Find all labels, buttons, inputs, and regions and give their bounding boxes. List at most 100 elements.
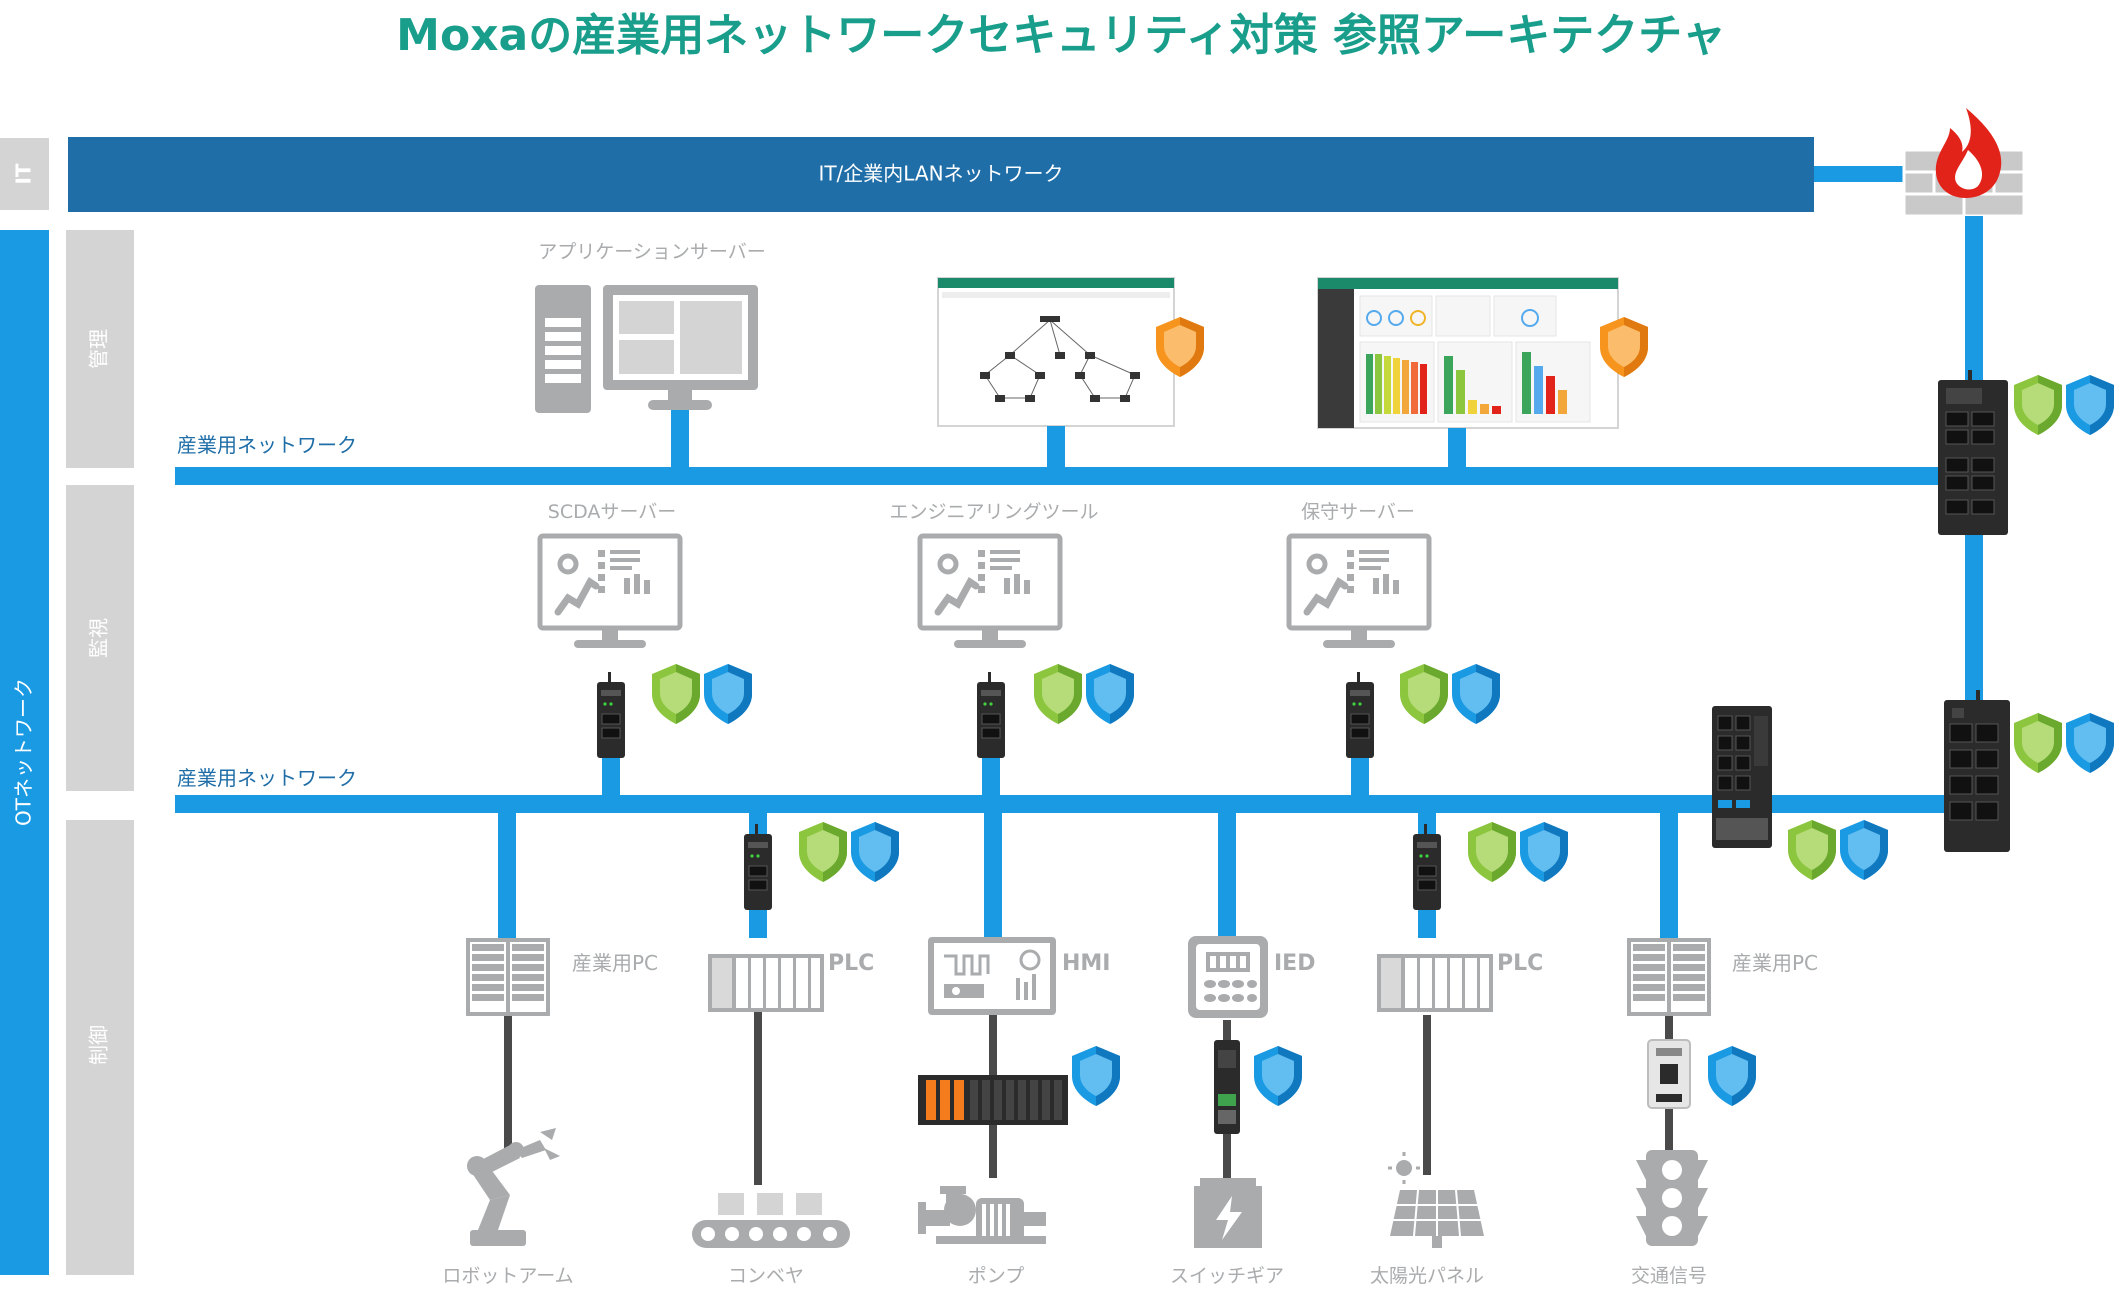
plc-2-icon: [1377, 954, 1493, 1012]
solar-panel-icon: [1388, 1152, 1484, 1248]
io-module-device: [918, 1075, 1068, 1125]
solar-panel-label: 太陽光パネル: [1370, 1265, 1484, 1287]
management-layer-label: 管理: [87, 329, 111, 369]
application-server-label: アプリケーションサーバー: [538, 241, 765, 263]
engineering-router-icon: [976, 671, 1006, 759]
green-shield-icon-plc1: [799, 822, 847, 882]
ied-gateway-device: [1214, 1040, 1240, 1134]
pump-label: ポンプ: [968, 1265, 1024, 1287]
blue-shield-icon-ied: [1254, 1046, 1302, 1106]
network-management-software-screen: [937, 277, 1175, 427]
green-shield-icon-eng: [1034, 664, 1082, 724]
dashboard-link: [1448, 428, 1466, 468]
cable-ipc2-bottom: [1665, 1108, 1673, 1150]
control-layer-label: 制御: [87, 1025, 111, 1065]
robot-arm-icon: [467, 1128, 560, 1246]
plc1-router-icon: [743, 823, 773, 911]
maintenance-router-icon: [1345, 671, 1375, 759]
blue-shield-icon-fw1: [2066, 375, 2114, 435]
blue-shield-icon-gw: [1840, 820, 1888, 880]
drop-ipc2: [1660, 813, 1678, 938]
drop-ied: [1218, 813, 1236, 938]
plc-1-label: PLC: [828, 951, 874, 976]
blue-shield-icon-eng: [1086, 664, 1134, 724]
maintenance-monitor-icon: [1289, 536, 1429, 648]
ot-side-label: OTネットワーク: [12, 678, 36, 826]
cable-hmi-top: [989, 1015, 997, 1105]
industrial-switch-device: [1944, 690, 2010, 852]
engineering-monitor-icon: [920, 536, 1060, 648]
cable-ied-top: [1223, 1020, 1231, 1040]
hmi-icon: [928, 937, 1056, 1015]
engineering-link: [982, 758, 1000, 798]
industrial-pc-2-icon: [1627, 938, 1711, 1016]
cable-plc1: [754, 1010, 762, 1185]
nms-link: [1047, 426, 1065, 468]
ied-icon: [1188, 936, 1268, 1018]
maintenance-link: [1351, 758, 1369, 798]
security-dashboard-screen: [1317, 277, 1619, 429]
green-shield-icon-fw1: [2014, 375, 2062, 435]
firewall-icon: [1902, 108, 2026, 218]
traffic-light-icon: [1636, 1150, 1708, 1246]
green-shield-icon-scada: [652, 664, 700, 724]
management-industrial-network-line: [175, 467, 1965, 485]
plc-1-icon: [708, 954, 824, 1012]
management-network-label: 産業用ネットワーク: [177, 433, 357, 457]
blue-shield-icon-ipc2: [1708, 1046, 1756, 1106]
application-server-icon: [535, 285, 758, 413]
control-layer-bar: [66, 820, 134, 1275]
scada-monitor-icon: [540, 536, 680, 648]
scada-router-icon: [596, 671, 626, 759]
maintenance-server-group: 保守サーバー: [1289, 501, 1500, 798]
maintenance-server-label: 保守サーバー: [1301, 501, 1415, 523]
engineering-tool-label: エンジニアリングツール: [889, 501, 1098, 523]
drop-ipc1: [498, 813, 516, 938]
cable-ipc2-top: [1665, 1015, 1673, 1045]
conveyor-label: コンベヤ: [728, 1265, 804, 1287]
industrial-pc-1-icon: [466, 938, 550, 1016]
small-gateway-device: [1647, 1039, 1691, 1109]
cable-plc2: [1423, 1015, 1431, 1175]
plc2-router-icon: [1412, 823, 1442, 911]
plc-2-label: PLC: [1497, 951, 1543, 976]
blue-shield-icon-plc1: [851, 822, 899, 882]
app-server-link: [671, 410, 689, 468]
cable-hmi-bottom: [989, 1118, 997, 1178]
blue-shield-icon-maint: [1452, 664, 1500, 724]
ot-side-bar: [0, 230, 49, 1275]
blue-shield-icon-io: [1072, 1046, 1120, 1106]
control-network-label: 産業用ネットワーク: [177, 766, 357, 790]
diagram-title: Moxaの産業用ネットワークセキュリティ対策 参照アーキテクチャ: [396, 10, 1726, 61]
ied-label: IED: [1274, 951, 1315, 976]
traffic-light-label: 交通信号: [1631, 1265, 1707, 1287]
it-network-label: IT/企業内LANネットワーク: [818, 162, 1063, 186]
it-side-label: IT: [12, 163, 36, 184]
monitoring-layer-label: 監視: [87, 618, 111, 658]
switchgear-label: スイッチギア: [1170, 1265, 1284, 1287]
robot-arm-label: ロボットアーム: [442, 1265, 573, 1287]
management-layer-bar: [66, 230, 134, 468]
monitoring-layer-bar: [66, 485, 134, 791]
green-shield-icon-maint: [1400, 664, 1448, 724]
industrial-gateway-device: [1712, 706, 1772, 848]
scada-server-group: SCDAサーバー: [540, 501, 752, 798]
blue-shield-icon-plc2: [1520, 822, 1568, 882]
it-to-firewall-link: [1814, 166, 1904, 182]
industrial-pc-2-label: 産業用PC: [1732, 951, 1818, 975]
conveyor-icon: [692, 1193, 850, 1248]
green-shield-icon-sw: [2014, 713, 2062, 773]
cable-ipc1: [504, 1015, 512, 1150]
blue-shield-icon-scada: [704, 664, 752, 724]
switchgear-icon: [1194, 1178, 1262, 1248]
green-shield-icon-plc2: [1468, 822, 1516, 882]
industrial-firewall-device: [1938, 370, 2008, 535]
green-shield-icon-gw: [1788, 820, 1836, 880]
scada-link: [602, 758, 620, 798]
control-industrial-network-line: [175, 795, 1965, 813]
it-side-bar: [0, 138, 49, 210]
cable-ied-bottom: [1223, 1132, 1231, 1180]
engineering-tool-group: エンジニアリングツール: [889, 501, 1134, 798]
scada-server-label: SCDAサーバー: [548, 501, 676, 523]
